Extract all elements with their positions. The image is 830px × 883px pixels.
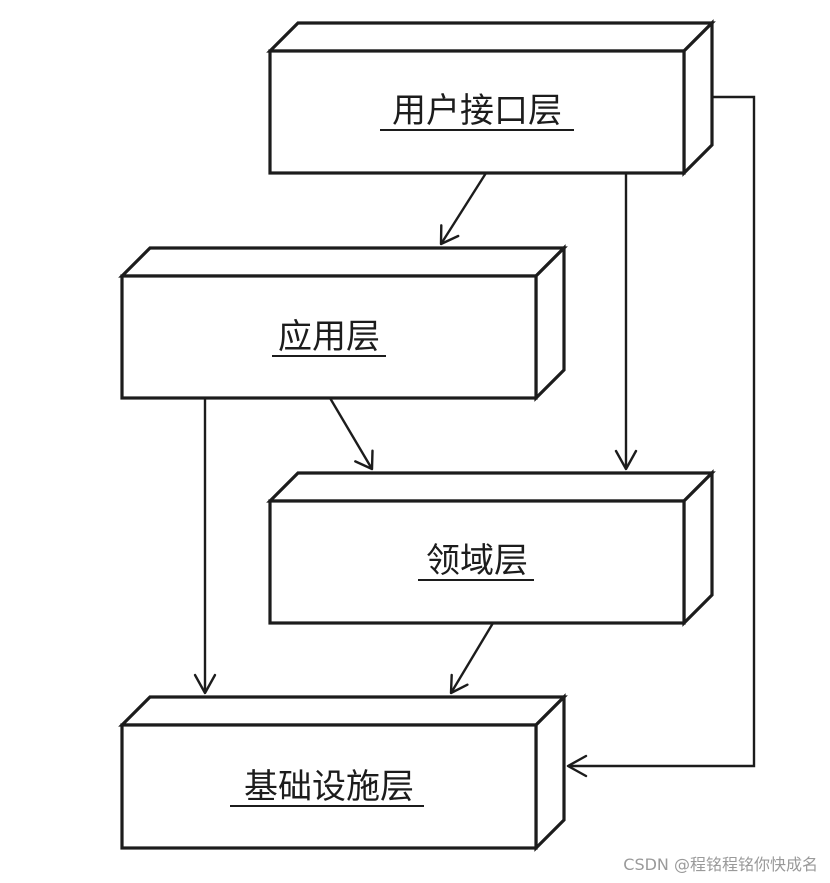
arrowhead-icon <box>354 449 374 471</box>
box-top-face <box>118 246 568 278</box>
box-front-face <box>120 274 538 400</box>
layer-label-infra: 基础设施层 <box>244 767 414 807</box>
arrowhead-icon <box>193 673 217 695</box>
box-side-face <box>534 244 566 402</box>
box-front-face <box>268 499 686 625</box>
dependency-arrow <box>566 95 756 778</box>
box-front-face <box>268 49 686 175</box>
arrowhead-icon <box>566 754 588 778</box>
layer-label-app: 应用层 <box>278 317 380 357</box>
arrowhead-icon <box>439 224 460 246</box>
dependency-arrow <box>439 172 488 246</box>
box-side-face <box>534 693 566 852</box>
layer-label-domain: 领域层 <box>426 541 528 581</box>
arrowhead-icon <box>614 449 638 471</box>
dependency-arrow <box>449 622 495 695</box>
box-top-face <box>118 695 568 727</box>
layer-box-infra: 基础设施层 <box>118 693 568 852</box>
dependency-arrow <box>328 397 374 471</box>
watermark: CSDN @程铭程铭你快成名 <box>623 855 818 874</box>
box-front-face <box>120 723 538 850</box>
box-side-face <box>682 19 714 177</box>
layer-box-ui: 用户接口层 <box>266 19 716 177</box>
box-top-face <box>266 471 716 503</box>
layer-box-domain: 领域层 <box>266 469 716 627</box>
box-side-face <box>682 469 714 627</box>
layer-label-ui: 用户接口层 <box>392 91 562 131</box>
layer-box-app: 应用层 <box>118 244 568 402</box>
dependency-arrow <box>614 173 638 471</box>
arrowhead-icon <box>449 673 469 695</box>
box-top-face <box>266 21 716 53</box>
dependency-arrow <box>193 398 217 695</box>
